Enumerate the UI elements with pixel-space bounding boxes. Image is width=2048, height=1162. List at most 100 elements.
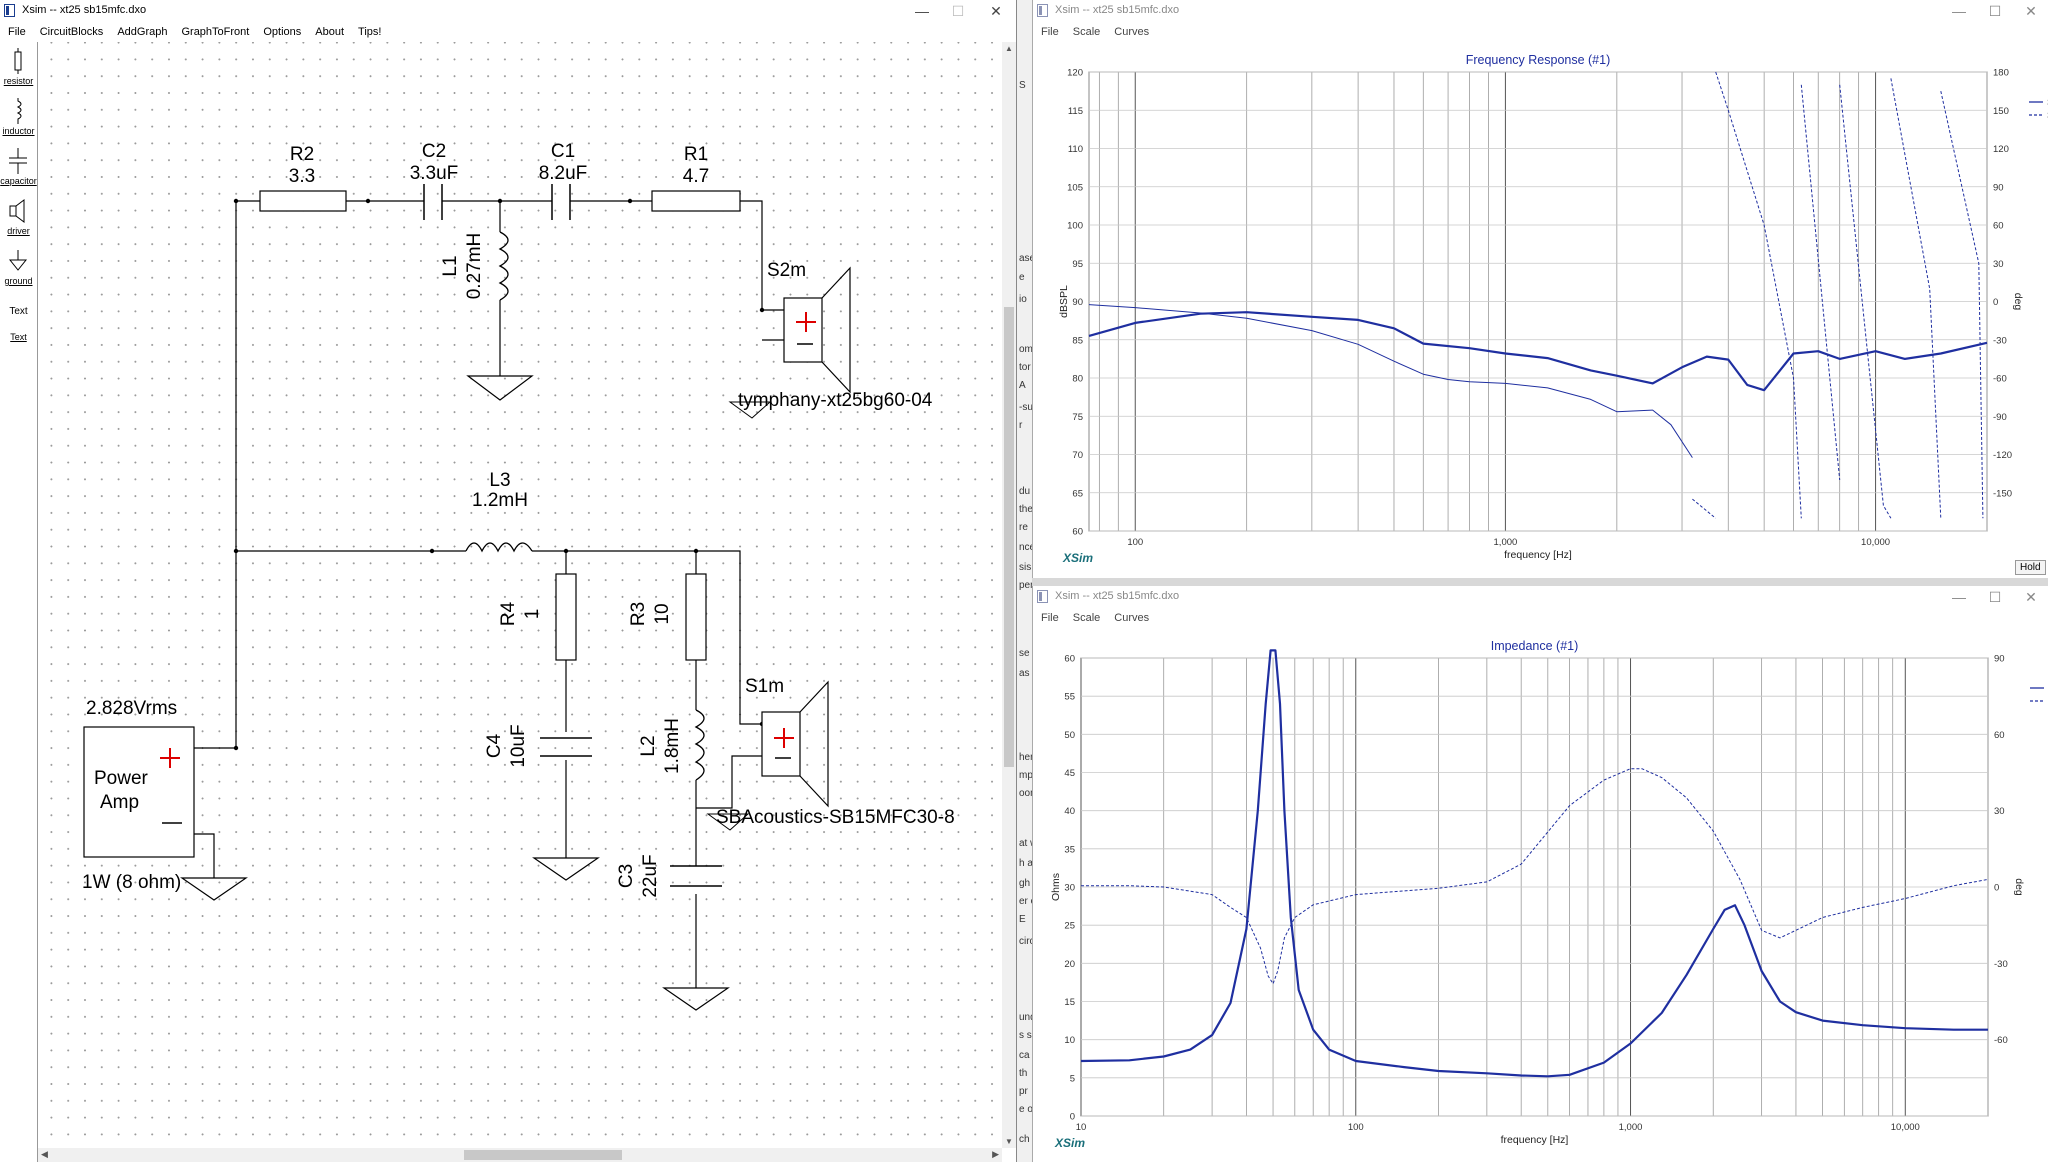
amp-label-2: Amp [100, 792, 139, 813]
driver-s2m[interactable]: S2m tymphany-xt25bg60-04 [728, 260, 933, 419]
y-tick-label: 115 [1068, 106, 1083, 117]
resistor-r2[interactable]: R2 3.3 [259, 144, 347, 212]
imp-titlebar[interactable]: Xsim -- xt25 sb15mfc.dxo — ☐ ✕ [1033, 586, 2048, 608]
capacitor-c2[interactable]: C2 3.3uF [410, 141, 459, 220]
palette-text-link[interactable]: Text [10, 332, 27, 342]
menu-tips[interactable]: Tips! [358, 26, 382, 38]
background-text-fragment: nce [1019, 542, 1036, 553]
palette-resistor[interactable]: resistor [0, 48, 37, 86]
background-text-fragment: oon [1019, 788, 1036, 799]
y-tick-label: 10 [1064, 1035, 1075, 1046]
l3-value: 1.2mH [472, 490, 528, 511]
xsim-watermark: XSim [1062, 551, 1093, 565]
menu-about[interactable]: About [315, 26, 345, 38]
freq-titlebar[interactable]: Xsim -- xt25 sb15mfc.dxo — ☐ ✕ [1033, 0, 2048, 22]
series-line-phase [1839, 84, 1892, 519]
scroll-down-arrow[interactable]: ▼ [1005, 1137, 1013, 1146]
x-tick-label: 1,000 [1619, 1122, 1643, 1133]
menu-addgraph[interactable]: AddGraph [117, 26, 168, 38]
r4-name: R4 [498, 601, 519, 626]
imp-menu-scale[interactable]: Scale [1072, 612, 1101, 624]
inductor-l3[interactable]: L3 1.2mH [465, 470, 533, 553]
power-amp[interactable]: 2.828Vrms Power Amp 1W (8 ohm) [82, 698, 195, 893]
y-tick-label: 120 [1067, 68, 1083, 79]
ground-symbol [662, 987, 730, 1011]
wire [194, 833, 215, 878]
freq-minimize-button[interactable]: — [1952, 3, 1966, 19]
freq-menu-file[interactable]: File [1041, 26, 1059, 38]
c4-name: C4 [484, 733, 505, 758]
ground-symbol [532, 857, 600, 881]
freq-menu-curves[interactable]: Curves [1114, 26, 1150, 38]
resistor-r4[interactable]: R4 1 [498, 573, 577, 661]
y-tick-label: 45 [1064, 768, 1075, 779]
schematic-canvas[interactable]: R2 3.3 C2 3.3uF C1 8.2uF R1 [38, 42, 1002, 1148]
resistor-r3[interactable]: R3 10 [628, 573, 707, 661]
menu-options[interactable]: Options [263, 26, 302, 38]
resistor-r1[interactable]: R1 4.7 [651, 144, 741, 212]
inductor-l2[interactable]: L2 1.8mH [638, 709, 705, 781]
y-tick-label: 50 [1064, 730, 1075, 741]
maximize-button[interactable]: ☐ [951, 3, 965, 19]
imp-menu-file[interactable]: File [1041, 612, 1059, 624]
y2-tick-label: 90 [1993, 182, 2004, 193]
inductor-icon [16, 98, 22, 124]
x-axis-label: frequency [Hz] [1501, 1134, 1569, 1146]
menu-circuitblocks[interactable]: CircuitBlocks [39, 26, 104, 38]
y-tick-label: 90 [1072, 297, 1083, 308]
palette-text[interactable]: Text [9, 306, 28, 317]
capacitor-c4[interactable]: C4 10uF [484, 724, 592, 768]
y2-tick-label: -30 [1993, 335, 2007, 346]
menu-graphtofront[interactable]: GraphToFront [181, 26, 250, 38]
minimize-button[interactable]: — [915, 3, 929, 19]
imp-maximize-button[interactable]: ☐ [1988, 589, 2002, 605]
capacitor-c1[interactable]: C1 8.2uF [539, 141, 588, 220]
r3-value: 10 [652, 603, 673, 624]
y-tick-label: 55 [1064, 692, 1075, 703]
s1m-model: SBAcoustics-SB15MFC30-8 [716, 807, 955, 828]
background-text-fragment: e o [1019, 1104, 1033, 1115]
x-tick-label: 100 [1348, 1122, 1364, 1133]
series-line-phase [1940, 90, 1984, 519]
imp-close-button[interactable]: ✕ [2025, 589, 2037, 605]
inductor-l1[interactable]: L1 0.27mH [440, 231, 509, 301]
scroll-thumb[interactable] [1004, 307, 1014, 767]
l1-name: L1 [440, 255, 461, 276]
freq-close-button[interactable]: ✕ [2025, 3, 2037, 19]
background-text-fragment: S [1019, 80, 1026, 91]
capacitor-c3[interactable]: C3 22uF [616, 854, 722, 898]
y2-tick-label: 0 [1993, 297, 1998, 308]
palette-driver[interactable]: driver [0, 198, 37, 236]
freq-menu-scale[interactable]: Scale [1072, 26, 1101, 38]
palette-ground[interactable]: ground [0, 248, 37, 286]
vertical-scrollbar[interactable]: ▲ ▼ [1002, 42, 1016, 1148]
horizontal-scrollbar[interactable]: ◀ ▶ [38, 1148, 1002, 1162]
palette-inductor[interactable]: inductor [0, 98, 37, 136]
y2-axis-label: deg [2013, 878, 2025, 896]
freq-maximize-button[interactable]: ☐ [1988, 3, 2002, 19]
freq-menubar: File Scale Curves [1033, 22, 2048, 42]
palette-capacitor[interactable]: capacitor [0, 148, 37, 186]
driver-s1m[interactable]: S1m SBAcoustics-SB15MFC30-8 [706, 676, 955, 831]
s2m-name: S2m [767, 260, 806, 281]
scroll-left-arrow[interactable]: ◀ [41, 1149, 48, 1159]
imp-menu-curves[interactable]: Curves [1114, 612, 1150, 624]
hold-button[interactable]: Hold [2015, 560, 2046, 575]
scroll-right-arrow[interactable]: ▶ [992, 1149, 999, 1159]
y-tick-label: 5 [1070, 1073, 1075, 1084]
schematic-titlebar[interactable]: Xsim -- xt25 sb15mfc.dxo — ☐ ✕ [0, 0, 1016, 22]
y-tick-label: 70 [1072, 450, 1083, 461]
ground-symbol [180, 877, 248, 901]
scroll-thumb[interactable] [464, 1150, 622, 1160]
scroll-up-arrow[interactable]: ▲ [1005, 44, 1013, 53]
close-button[interactable]: ✕ [990, 3, 1002, 19]
y-tick-label: 40 [1064, 806, 1075, 817]
frequency-response-chart[interactable]: 6065707580859095100105110115120-150-120-… [1033, 42, 2048, 578]
series-line-phase [1692, 498, 1717, 519]
background-text-fragment: h a [1019, 858, 1033, 869]
menu-file[interactable]: File [8, 26, 26, 38]
imp-minimize-button[interactable]: — [1952, 589, 1966, 605]
series-line-phase [1715, 71, 1802, 519]
imp-window-title: Xsim -- xt25 sb15mfc.dxo [1055, 590, 1180, 602]
